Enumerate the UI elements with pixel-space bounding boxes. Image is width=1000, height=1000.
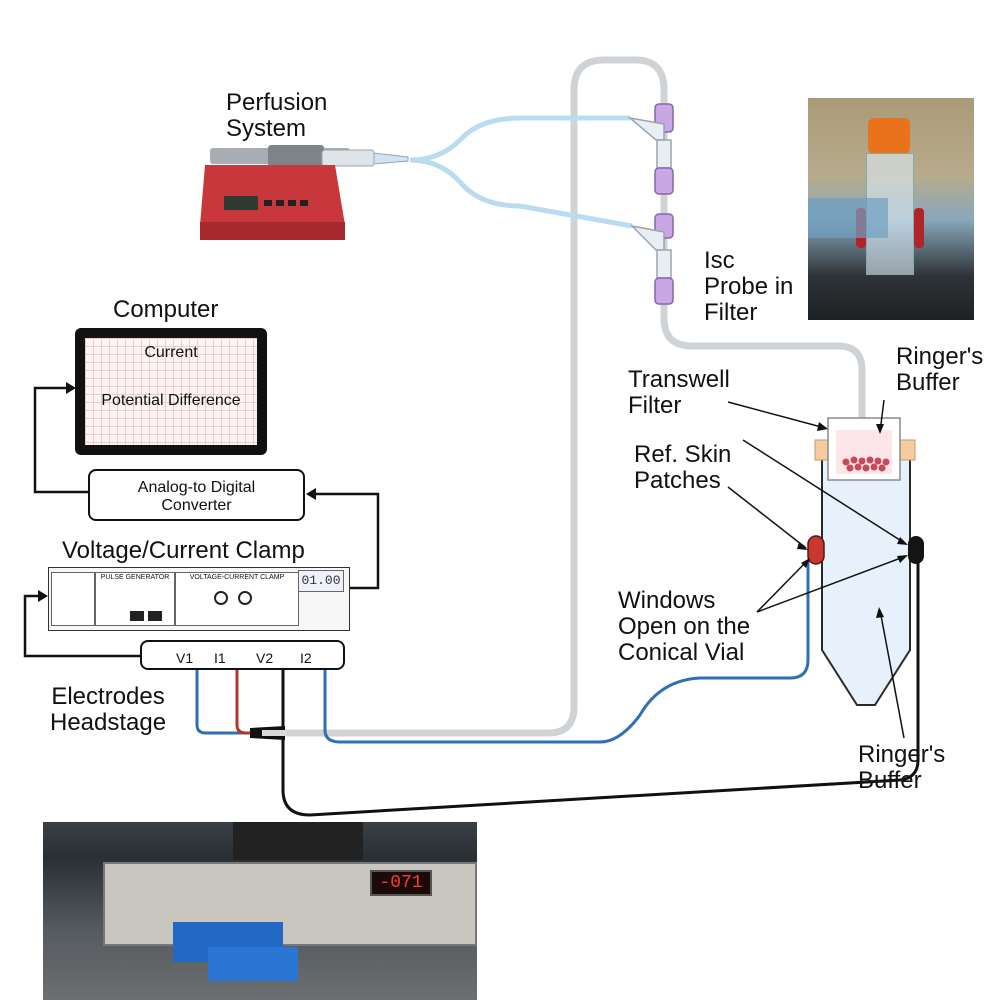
clamp-input-section [51,572,95,626]
conical-vial [814,417,916,706]
main-tubing [285,56,866,737]
voltage-current-clamp-caption: VOLTAGE-CURRENT CLAMP [189,574,285,581]
pulse-generator-caption: PULSE GENERATOR [100,574,170,581]
potential-difference-label: Potential Difference [101,392,241,409]
port-i2: I2 [300,650,312,666]
callout-lines [727,399,907,739]
adc-to-computer-arrowhead [66,382,76,394]
port-v1: V1 [176,650,194,666]
adc-to-computer-line [33,386,88,494]
computer-label: Computer [113,296,219,323]
clamp-readout: 01.00 [298,570,344,592]
ringers-buffer-bottom-label: Ringer's Buffer [858,741,946,794]
voltage-current-clamp-section: VOLTAGE-CURRENT CLAMP [175,572,299,626]
clamp-panel: PULSE GENERATOR VOLTAGE-CURRENT CLAMP [48,567,350,631]
perfusion-system-label: Perfusion System [226,89,328,142]
clamp-to-adc-line [314,492,380,590]
headstage-to-clamp-line [23,594,140,658]
vial-setup-photo [808,98,974,320]
window-red [807,535,825,565]
adc-box: Analog-to Digital Converter [88,469,305,521]
window-black [908,536,924,564]
wire-v2-black [281,560,920,817]
ringers-buffer-top-label: Ringer's Buffer [896,343,984,396]
isc-probe-label: Isc Probe in Filter [704,247,794,326]
skin-patches [842,456,890,472]
adc-label: Analog-to Digital Converter [137,479,256,514]
electrodes-headstage-label: Electrodes Headstage [50,683,167,736]
pulse-generator-section: PULSE GENERATOR [95,572,175,626]
port-i1: I1 [214,650,226,666]
perfusion-tubing-lower [409,157,633,229]
perfusion-tubing-upper [409,115,630,163]
windows-label: Windows Open on the Conical Vial [618,587,751,666]
current-label: Current [144,344,198,361]
port-v2: V2 [256,650,274,666]
computer-monitor: Current Potential Difference [75,328,267,455]
headstage-to-clamp-arrowhead [38,590,48,602]
wire-v1-blue [195,664,255,735]
isc-probe-connector-lower [629,213,674,305]
clamp-to-adc-arrowhead [306,488,316,500]
photo-led-display: -071 [370,870,432,896]
monitor-screen: Current Potential Difference [85,338,257,445]
wire-i1-red [235,664,255,735]
ref-skin-patches-label: Ref. Skin Patches [634,441,732,494]
isc-probe-connector-upper [627,103,674,195]
electrodes-headstage-box: V1 I1 V2 I2 [140,640,345,670]
wire-i2-blue [323,560,810,744]
callout-arrowheads [797,422,908,618]
syringe-pump [200,145,409,240]
clamp-title-label: Voltage/Current Clamp [62,537,305,564]
transwell-filter-label: Transwell Filter [628,366,730,419]
clamp-instrument-photo [43,822,477,1000]
